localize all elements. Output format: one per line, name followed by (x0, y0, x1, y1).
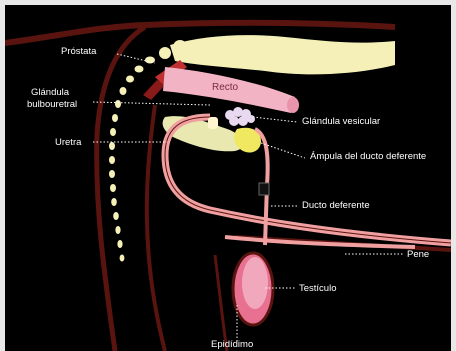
label-prostata: Próstata (61, 46, 96, 57)
label-bulbouretral-line1: Glándula (31, 87, 69, 98)
diagram-panel: Próstata Glándula bulbouretral Uretra Re… (5, 5, 451, 351)
label-bulbouretral-line2: bulbouretral (27, 99, 77, 110)
label-pene: Pene (407, 249, 429, 260)
label-glandula-vesicular: Glándula vesicular (302, 116, 380, 127)
testis (242, 257, 268, 309)
prostate-dark (143, 80, 165, 100)
label-testiculo: Testículo (299, 283, 337, 294)
label-ampula: Ámpula del ducto deferente (310, 151, 426, 162)
label-ducto-deferente: Ducto deferente (302, 200, 370, 211)
label-uretra: Uretra (55, 137, 81, 148)
ductus-clamp (259, 183, 269, 195)
leader-vesicular (253, 117, 297, 122)
rectum-end (287, 97, 299, 113)
label-recto: Recto (212, 82, 238, 93)
body-outline-rump (97, 27, 145, 351)
body-outline-inner-leg (215, 255, 227, 351)
vertebrae (159, 35, 395, 74)
vesicular-gland (225, 107, 255, 126)
bulbourethral-gland (208, 117, 218, 129)
label-epididimo: Epidídimo (211, 339, 253, 350)
leader-bulbouretral (93, 102, 210, 105)
